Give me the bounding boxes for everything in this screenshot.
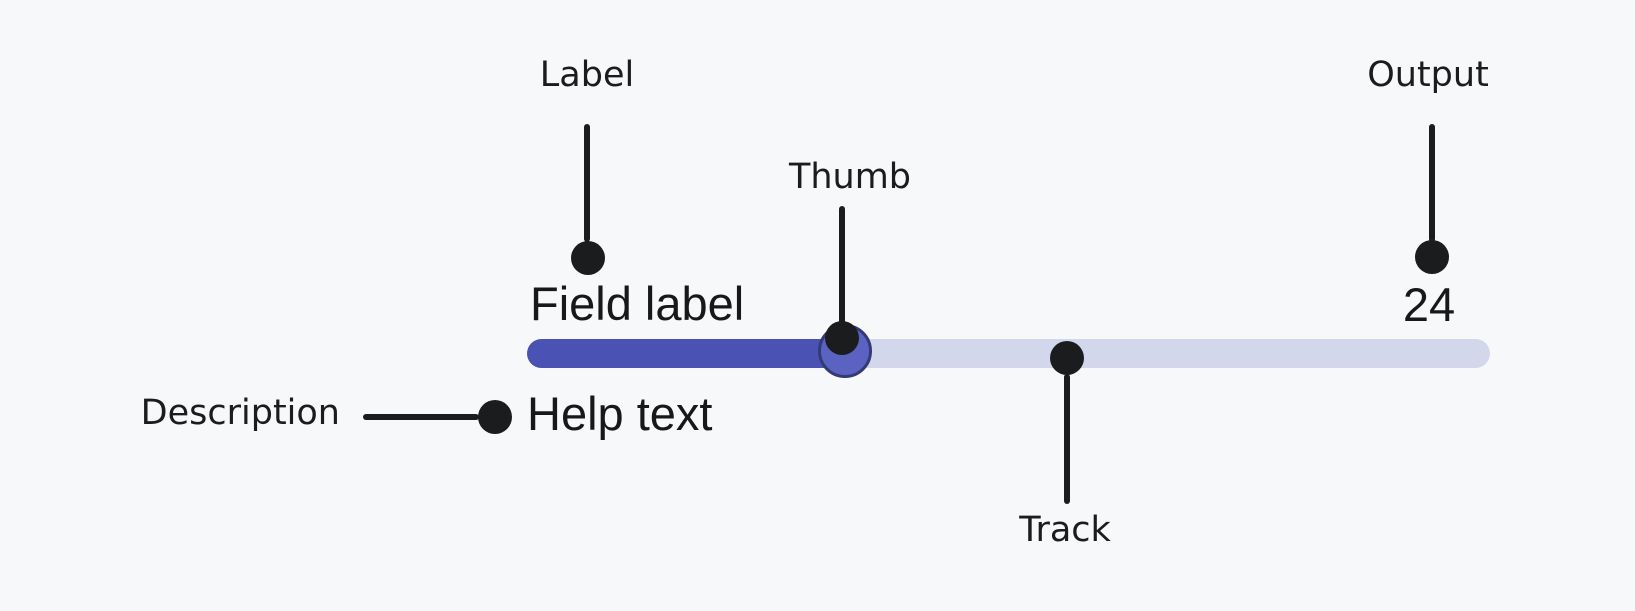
annotation-track-leader-line (1064, 374, 1070, 504)
annotation-track-text: Track (1019, 510, 1111, 550)
slider-field-label: Field label (530, 277, 745, 330)
annotation-thumb-dot (825, 321, 859, 355)
annotation-label-text: Label (539, 55, 635, 95)
slider-help-text: Help text (527, 387, 713, 440)
annotation-thumb-text: Thumb (788, 157, 912, 197)
annotation-thumb-leader-line (839, 206, 845, 324)
annotation-output-leader-line (1429, 124, 1435, 242)
annotation-label-dot (571, 241, 605, 275)
slider-output-value: 24 (1402, 278, 1456, 331)
annotation-output-dot (1415, 240, 1449, 274)
annotation-description-dot (478, 400, 512, 434)
annotation-label-leader-line (584, 124, 590, 242)
annotation-output-text: Output (1367, 55, 1489, 95)
slider-track-fill (527, 339, 855, 368)
annotation-description-text: Description (140, 393, 340, 433)
annotation-description-leader-line (363, 414, 479, 420)
slider-track[interactable] (527, 339, 1490, 368)
annotation-track-dot (1050, 341, 1084, 375)
